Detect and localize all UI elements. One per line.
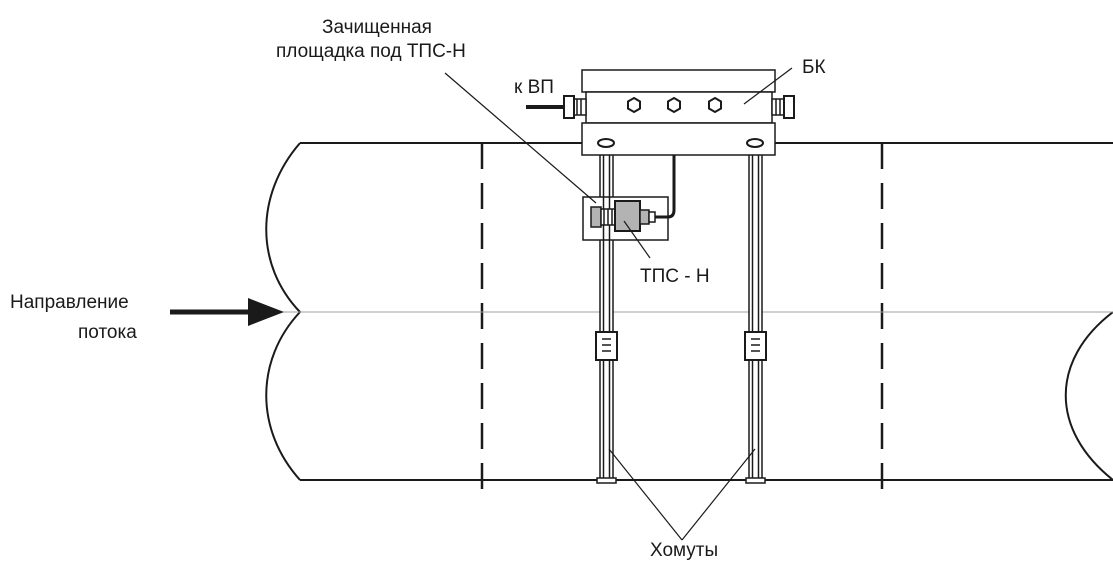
bk-hex-bolt <box>667 96 681 114</box>
bk-clamp-slot-left <box>597 138 615 148</box>
leader-tps <box>623 220 651 259</box>
flow-direction-label-line1: Направление <box>10 292 129 313</box>
leader-pad <box>444 72 597 204</box>
leader-clamp-left <box>608 448 683 541</box>
clamp-left-buckle <box>595 331 618 361</box>
cleaned-pad-label-line1: Зачищенная <box>322 17 432 38</box>
bk-clamp-slot-right <box>746 138 764 148</box>
tps-sensor-label: ТПС - Н <box>640 266 710 287</box>
bk-label: БК <box>802 57 826 78</box>
to-vp-label: к ВП <box>514 77 554 98</box>
bk-upper-body <box>581 69 776 93</box>
clamp-right-buckle <box>744 331 767 361</box>
leader-clamp-right <box>681 448 756 541</box>
leader-lines <box>444 67 793 541</box>
flow-arrow <box>170 298 284 326</box>
clamp-right <box>744 142 767 484</box>
pipe-right-break <box>1064 311 1113 481</box>
pipe <box>265 142 1113 492</box>
clamps-label: Хомуты <box>650 540 719 561</box>
bk-junction-box <box>563 69 795 156</box>
flow-direction-label-line2: потока <box>78 322 137 343</box>
leader-bk <box>743 67 793 105</box>
bk-hex-bolt <box>708 96 722 114</box>
sensor-cable <box>655 106 676 219</box>
bk-hex-bolt <box>627 96 641 114</box>
clamp-left <box>595 142 618 484</box>
bk-base-plate <box>581 122 776 156</box>
cleaned-pad-label-line2: площадка под ТПС-Н <box>276 41 466 62</box>
